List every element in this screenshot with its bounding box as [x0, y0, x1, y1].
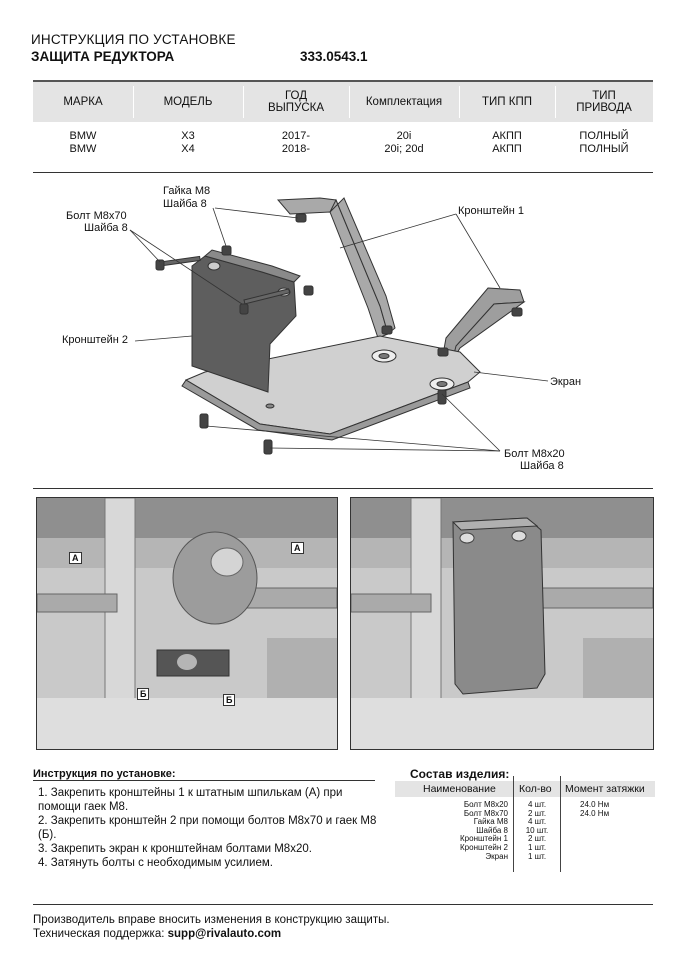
comp-name-1: Болт М8х20 — [463, 800, 508, 809]
callout-nut: Гайка М8 — [163, 185, 211, 197]
comp-qty-3: 4 шт. — [527, 817, 547, 827]
bracket-2-drawing — [191, 249, 301, 393]
exploded-diagram — [129, 197, 549, 455]
col-trim: Комплектация — [365, 96, 443, 108]
row2-trim: 20i; 20d — [384, 143, 424, 155]
footer-rule — [33, 904, 653, 905]
row2-year: 2018- — [281, 143, 311, 155]
row1-year: 2017- — [281, 130, 311, 142]
comp-qty-5: 2 шт. — [527, 834, 547, 844]
comp-qty-4: 10 шт. — [525, 825, 549, 835]
footer-support: Техническая поддержка: supp@rivalauto.co… — [33, 928, 281, 940]
comp-name-6: Кронштейн 2 — [460, 843, 508, 852]
callout-bolt-m8x70: Болт М8х70 — [66, 210, 127, 222]
row1-model: X3 — [181, 130, 195, 142]
row1-brand: BMW — [69, 130, 97, 142]
row2-gearbox: АКПП — [492, 143, 522, 155]
comp-name-4: Шайба 8 — [476, 825, 508, 835]
row2-brand: BMW — [69, 143, 97, 155]
photo-after-illustration — [351, 498, 653, 749]
instruction-step-4: 4. Затянуть болты с необходимым усилием. — [38, 857, 273, 869]
mark-a-right: А — [291, 542, 304, 554]
row1-gearbox: АКПП — [492, 130, 522, 142]
table-top-rule — [33, 80, 653, 82]
composition-title: Состав изделия: — [410, 767, 510, 781]
skid-plate-drawing — [181, 335, 481, 441]
col-year: ГОД ВЫПУСКА — [267, 90, 325, 114]
composition-header: Наименование Кол-во Момент затяжки — [395, 781, 655, 797]
comp-name-2: Болт М8х70 — [463, 808, 508, 818]
callout-bracket-2: Кронштейн 2 — [62, 334, 128, 346]
row2-model: X4 — [181, 143, 195, 155]
table-bottom-rule — [33, 172, 653, 173]
product-code: 333.0543.1 — [300, 49, 368, 64]
comp-col-qty: Кол-во — [519, 783, 552, 795]
row1-trim: 20i — [396, 130, 412, 142]
instruction-step-3: 3. Закрепить экран к кронштейнам болтами… — [38, 843, 312, 855]
comp-torque-1: 24.0 Нм — [580, 800, 610, 809]
photo-after-install — [350, 497, 654, 750]
callout-bolt-m8x20: Болт М8х20 — [504, 448, 565, 460]
comp-name-7: Экран — [485, 851, 508, 861]
instruction-step-1: 1. Закрепить кронштейны 1 к штатным шпил… — [38, 787, 343, 813]
vehicle-table-header: МАРКА МОДЕЛЬ ГОД ВЫПУСКА Комплектация ТИ… — [33, 82, 653, 122]
product-name: ЗАЩИТА РЕДУКТОРА — [31, 49, 175, 64]
photo-before-install: А А Б Б — [36, 497, 338, 750]
comp-divider-1 — [513, 776, 514, 872]
callout-screen: Экран — [550, 376, 582, 388]
callout-washer-left: Шайба 8 — [84, 222, 128, 234]
support-email[interactable]: supp@rivalauto.com — [167, 928, 282, 940]
comp-qty-1: 4 шт. — [527, 800, 547, 809]
col-gearbox: ТИП КПП — [482, 96, 532, 108]
leader-lines — [129, 207, 549, 452]
callout-bracket-1: Кронштейн 1 — [458, 205, 524, 217]
row1-drive: ПОЛНЫЙ — [579, 130, 629, 142]
col-model: МОДЕЛЬ — [163, 96, 213, 108]
photo-before-illustration — [37, 498, 337, 749]
col-brand: МАРКА — [63, 96, 103, 108]
mark-a-left: А — [69, 552, 82, 564]
comp-qty-7: 1 шт. — [527, 851, 547, 861]
comp-name-5: Кронштейн 1 — [460, 834, 508, 844]
comp-divider-2 — [560, 776, 561, 872]
comp-qty-6: 1 шт. — [527, 843, 547, 852]
comp-name-3: Гайка М8 — [473, 817, 508, 827]
comp-col-name: Наименование — [423, 783, 496, 795]
instructions-title: Инструкция по установке: — [33, 768, 176, 780]
comp-col-torque: Момент затяжки — [565, 783, 645, 795]
instructions-rule — [33, 780, 375, 781]
comp-qty-2: 2 шт. — [527, 808, 547, 818]
support-label: Техническая поддержка: — [33, 928, 165, 940]
mark-b-left: Б — [137, 688, 150, 700]
callout-washer-bottom: Шайба 8 — [520, 460, 564, 472]
document-title: ИНСТРУКЦИЯ ПО УСТАНОВКЕ — [31, 32, 236, 47]
comp-torque-2: 24.0 Нм — [580, 808, 610, 818]
mark-b-right: Б — [223, 694, 236, 706]
col-drive: ТИП ПРИВОДА — [576, 90, 632, 114]
instruction-step-2: 2. Закрепить кронштейн 2 при помощи болт… — [38, 815, 377, 841]
callout-washer-top: Шайба 8 — [163, 198, 207, 210]
footer-disclaimer: Производитель вправе вносить изменения в… — [33, 914, 390, 926]
row2-drive: ПОЛНЫЙ — [579, 143, 629, 155]
photos-rule — [33, 488, 653, 489]
